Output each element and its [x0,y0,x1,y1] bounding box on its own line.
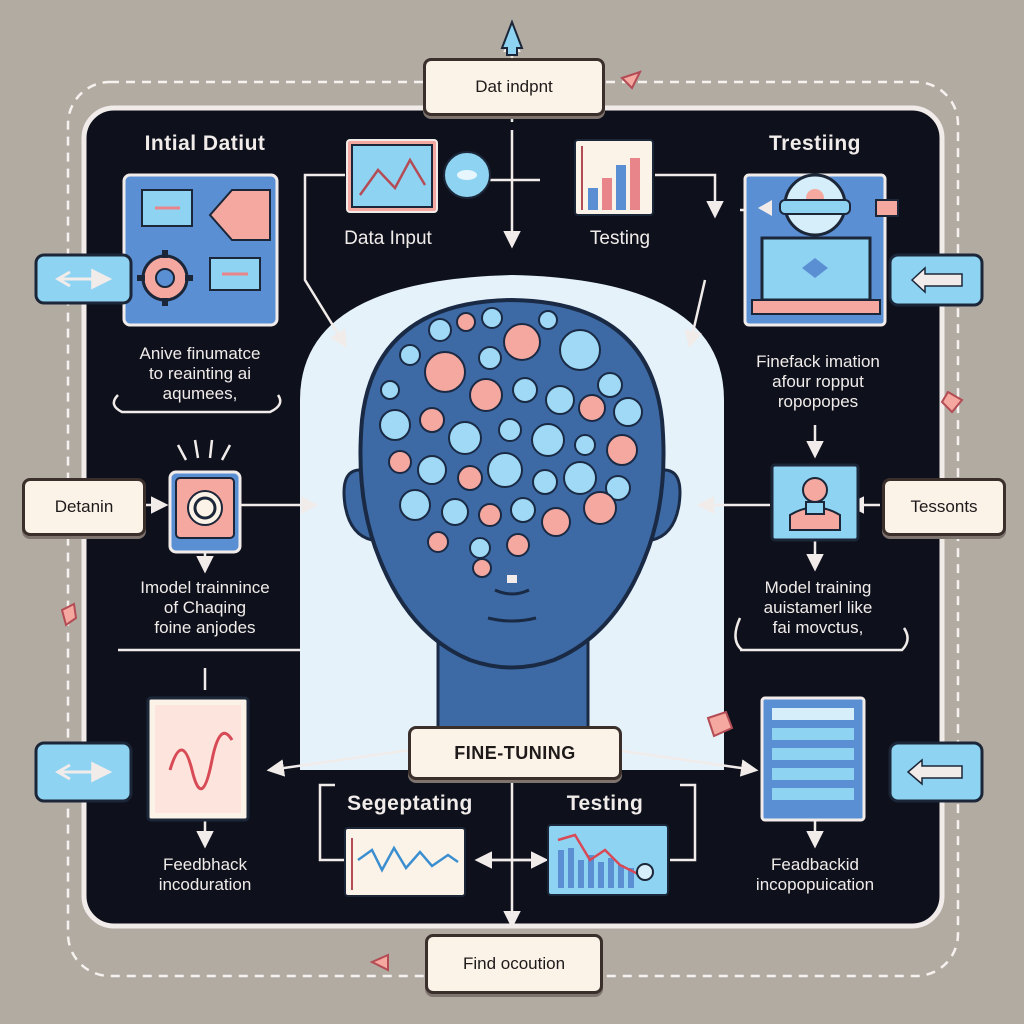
block-right-upper: Finefack imation afour ropput ropopopes [718,352,918,412]
pink-markers [60,70,964,972]
caption-testing-bottom: Testing [566,792,644,815]
nav-arrow-right-upper[interactable] [888,253,984,307]
person-icon [770,463,860,542]
diamond-icon [802,258,828,278]
heading-initial-data: Intial Datiut [144,132,266,155]
list-icon [760,696,866,822]
nav-arrow-left-lower[interactable] [34,741,133,803]
monitor-base [751,299,881,315]
block-line: Model training [764,578,872,597]
block-line: auistamerl like [763,598,873,618]
block-line: Anive finumatce [139,344,261,363]
circle-icon [443,151,491,199]
line-chart-icon [346,139,438,213]
robot-icon [758,173,899,237]
nav-arrow-left-upper[interactable] [34,253,133,305]
bar-chart-icon [547,824,669,896]
block-line: Finefack imation [756,352,880,371]
block-right-middle: Model training auistamerl like fai movct… [718,578,918,638]
up-arrow-icon [500,19,524,56]
block-left-lower: Feedbhack incoduration [120,855,290,895]
fine-tuning-box: FINE-TUNING [408,726,622,780]
block-line: Imodel trainnince [140,578,270,597]
block-left-upper: Anive finumatce to reainting ai aqumees, [100,344,300,404]
block-right-lower: Feadbackid incopopuication [730,855,900,895]
top-input-box: Dat indpnt [423,58,605,116]
heading-testing-right: Trestiing [768,132,862,155]
connector-arrows [112,34,909,929]
left-detain-box: Detanin [22,478,146,536]
block-line: to reainting ai [148,364,252,384]
brain-icon [379,307,643,578]
block-line: fai movctus, [772,618,864,638]
block-line: aqumees, [162,384,238,404]
block-line: afour ropput [772,372,864,392]
block-line: foine anjodes [154,618,256,638]
block-line: Feedbhack [162,855,248,874]
wave-icon [146,696,250,822]
device-icon [168,470,242,554]
block-line: incoduration [158,875,252,895]
caption-testing-top: Testing [589,228,651,249]
caption-segmenting: Segeptating [347,792,473,815]
block-line: incopopuication [755,875,875,895]
bell-icon [176,439,232,461]
right-tessonts-box: Tessonts [882,478,1006,536]
bottom-output-box: Find ocoution [425,934,603,994]
block-line: Feadbackid [771,855,859,874]
block-line: of Chaqing [163,598,247,618]
caption-data-input: Data Input [344,228,432,249]
arrow-icon [208,189,271,241]
nav-arrow-right-lower[interactable] [888,741,984,803]
gear-icon [137,250,193,306]
bar-chart-icon [574,139,654,216]
line-chart-icon [344,827,466,897]
block-line: ropopopes [777,392,859,412]
block-left-middle: Imodel trainnince of Chaqing foine anjod… [100,578,310,638]
